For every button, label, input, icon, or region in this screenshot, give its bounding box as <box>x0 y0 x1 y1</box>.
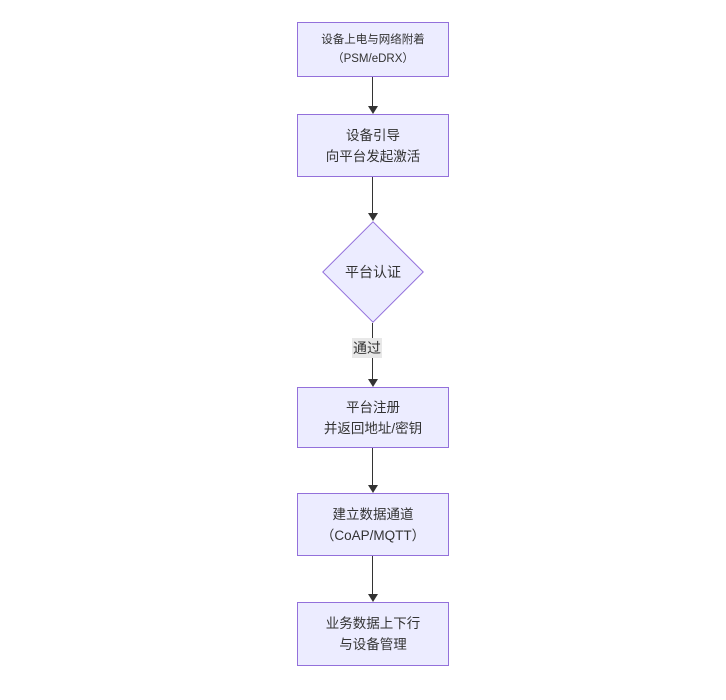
node-label-line: （PSM/eDRX） <box>332 52 414 65</box>
arrowhead-down-icon <box>368 594 378 602</box>
node-label-line: （CoAP/MQTT） <box>320 527 426 543</box>
node-data-channel: 建立数据通道 （CoAP/MQTT） <box>297 493 449 556</box>
node-platform-register: 平台注册 并返回地址/密钥 <box>297 387 449 448</box>
node-label-line: 设备上电与网络附着 <box>321 33 425 46</box>
arrowhead-down-icon <box>368 379 378 387</box>
node-device-bootstrap: 设备引导 向平台发起激活 <box>297 114 449 177</box>
node-business-data-device-mgmt: 业务数据上下行 与设备管理 <box>297 602 449 666</box>
edge-line-d-e <box>372 448 373 485</box>
node-label-line: 并返回地址/密钥 <box>323 420 423 436</box>
node-label-line: 与设备管理 <box>339 637 407 652</box>
node-label-line: 平台注册 <box>346 399 400 415</box>
edge-line-a-b <box>372 77 373 106</box>
arrowhead-down-icon <box>368 213 378 221</box>
node-label-line: 设备引导 <box>346 127 400 143</box>
node-label-line: 向平台发起激活 <box>325 148 421 164</box>
edge-line-b-c <box>372 177 373 213</box>
node-label-line: 建立数据通道 <box>332 506 414 522</box>
edge-label-pass: 通过 <box>352 338 382 358</box>
decision-platform-auth-label: 平台认证 <box>345 264 401 280</box>
node-power-network-attach: 设备上电与网络附着 （PSM/eDRX） <box>297 22 449 77</box>
arrowhead-down-icon <box>368 485 378 493</box>
arrowhead-down-icon <box>368 106 378 114</box>
edge-line-e-f <box>372 556 373 594</box>
node-label-line: 业务数据上下行 <box>325 616 421 631</box>
